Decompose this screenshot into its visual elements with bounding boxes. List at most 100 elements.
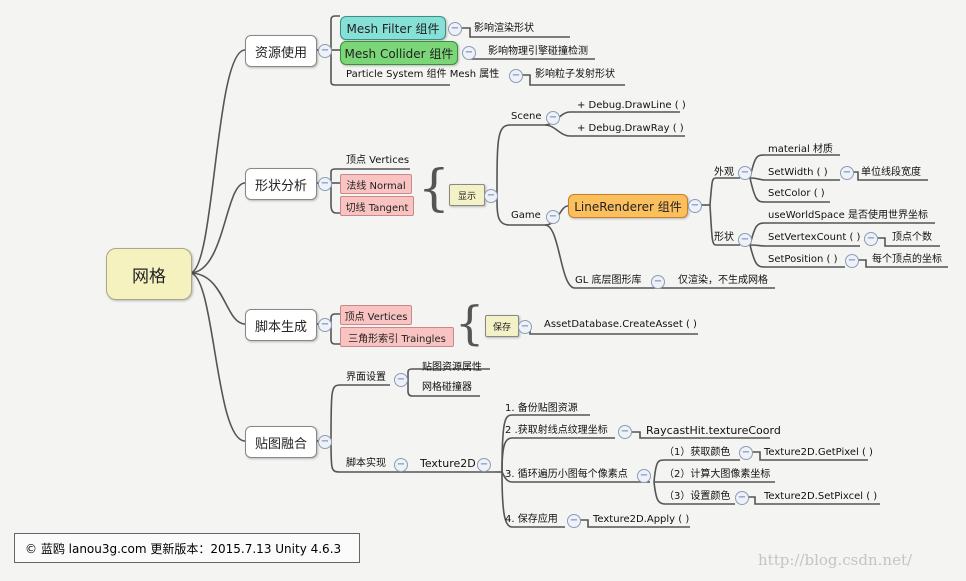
collapse-icon[interactable]: − (318, 177, 332, 191)
branch-resource-usage[interactable]: 资源使用 (245, 35, 317, 67)
drawray-label: + Debug.DrawRay ( ) (577, 123, 684, 134)
step4-api: Texture2D.Apply ( ) (593, 514, 690, 525)
setwidth-label: SetWidth ( ) (768, 167, 828, 178)
step4-label: 4. 保存应用 (505, 514, 558, 525)
collapse-icon[interactable]: − (567, 514, 581, 528)
collapse-icon[interactable]: − (864, 232, 878, 246)
root-label: 网格 (132, 266, 166, 287)
save-node[interactable]: 保存 (485, 315, 519, 337)
collapse-icon[interactable]: − (618, 425, 632, 439)
branch-label: 贴图融合 (254, 436, 307, 452)
mesh-collider-desc: 影响物理引擎碰撞检测 (488, 46, 588, 57)
linerenderer-node[interactable]: LineRenderer 组件 (568, 194, 688, 218)
normal-label: 法线 Normal (346, 180, 406, 192)
branch-label: 形状分析 (254, 178, 307, 194)
tangent-label: 切线 Tangent (345, 202, 409, 214)
texture2d-label: Texture2D (420, 457, 476, 470)
version-footer: © 蓝鸥 lanou3g.com 更新版本：2015.7.13 Unity 4.… (14, 533, 360, 563)
brace-icon: { (455, 296, 485, 350)
collapse-icon[interactable]: − (394, 373, 408, 387)
triangles-label: 三角形索引 Traingles (348, 333, 446, 345)
brace-icon: { (418, 159, 450, 217)
step3a-label: （1）获取颜色 (664, 447, 731, 458)
scene-label: Scene (511, 111, 542, 122)
vertices-node[interactable]: 顶点 Vertices (340, 305, 412, 325)
particle-system-label: Particle System 组件 Mesh 属性 (346, 69, 500, 80)
collapse-icon[interactable]: − (477, 458, 491, 472)
collapse-icon[interactable]: − (518, 320, 532, 334)
save-label: 保存 (492, 322, 511, 333)
linerenderer-label: LineRenderer 组件 (574, 199, 682, 214)
useworldspace-label: useWorldSpace 是否使用世界坐标 (768, 210, 929, 221)
branch-label: 脚本生成 (254, 319, 307, 335)
step1-label: 1. 备份贴图资源 (505, 403, 578, 414)
step3-label: 3. 循环遍历小图每个像素点 (505, 469, 628, 480)
mesh-filter-node[interactable]: Mesh Filter 组件 (340, 16, 446, 40)
collapse-icon[interactable]: − (318, 435, 332, 449)
mesh-filter-desc: 影响渲染形状 (474, 23, 534, 34)
root-node[interactable]: 网格 (106, 248, 192, 300)
step3b-label: （2）计算大图像素坐标 (664, 469, 771, 480)
collapse-icon[interactable]: − (738, 166, 752, 180)
ui-settings-label: 界面设置 (346, 372, 386, 383)
script-impl-label: 脚本实现 (346, 458, 386, 469)
branch-script-generation[interactable]: 脚本生成 (245, 309, 317, 341)
drawline-label: + Debug.DrawLine ( ) (577, 100, 686, 111)
collapse-icon[interactable]: − (738, 233, 752, 247)
branch-shape-analysis[interactable]: 形状分析 (245, 168, 317, 200)
collapse-icon[interactable]: − (739, 446, 753, 460)
step3c-api: Texture2D.SetPixcel ( ) (764, 491, 878, 502)
collapse-icon[interactable]: − (546, 210, 560, 224)
texture-property-label: 贴图资源属性 (422, 362, 482, 373)
branch-label: 资源使用 (254, 45, 307, 61)
collapse-icon[interactable]: − (651, 275, 665, 289)
collapse-icon[interactable]: − (318, 44, 332, 58)
collapse-icon[interactable]: − (462, 46, 476, 60)
create-asset-label: AssetDatabase.CreateAsset ( ) (544, 319, 697, 330)
tangent-node[interactable]: 切线 Tangent (340, 196, 414, 216)
shape-label: 形状 (714, 232, 734, 243)
setwidth-desc: 单位线段宽度 (861, 167, 921, 178)
collapse-icon[interactable]: − (546, 111, 560, 125)
normal-node[interactable]: 法线 Normal (340, 174, 412, 194)
setposition-label: SetPosition ( ) (768, 254, 838, 265)
collapse-icon[interactable]: − (318, 318, 332, 332)
show-label: 显示 (457, 191, 476, 202)
mesh-collider-node[interactable]: Mesh Collider 组件 (340, 41, 458, 65)
look-label: 外观 (714, 167, 734, 178)
step2-api: RaycastHit.textureCoord (646, 424, 781, 437)
step3a-api: Texture2D.GetPixel ( ) (764, 447, 873, 458)
collapse-icon[interactable]: − (394, 458, 408, 472)
watermark: http://blog.csdn.net/ (758, 551, 913, 569)
mesh-filter-label: Mesh Filter 组件 (346, 21, 440, 36)
collapse-icon[interactable]: − (735, 491, 749, 505)
vertices-node-label: 顶点 Vertices (344, 311, 408, 323)
setvertexcount-desc: 顶点个数 (892, 232, 932, 243)
triangles-node[interactable]: 三角形索引 Traingles (340, 327, 454, 347)
game-label: Game (511, 210, 541, 221)
collapse-icon[interactable]: − (688, 199, 702, 213)
setvertexcount-label: SetVertexCount ( ) (768, 232, 861, 243)
step3c-label: （3）设置颜色 (664, 491, 731, 502)
collapse-icon[interactable]: − (840, 166, 854, 180)
particle-desc: 影响粒子发射形状 (535, 69, 615, 80)
collapse-icon[interactable]: − (509, 69, 523, 83)
branch-texture-blend[interactable]: 贴图融合 (245, 426, 317, 458)
gl-label: GL 底层图形库 (575, 275, 642, 286)
collapse-icon[interactable]: − (637, 469, 651, 483)
show-node[interactable]: 显示 (449, 184, 485, 206)
collapse-icon[interactable]: − (845, 254, 859, 268)
collapse-icon[interactable]: − (484, 189, 498, 203)
collapse-icon[interactable]: − (448, 22, 462, 36)
vertices-label: 顶点 Vertices (346, 155, 410, 166)
setposition-desc: 每个顶点的坐标 (872, 254, 942, 265)
footer-text: © 蓝鸥 lanou3g.com 更新版本：2015.7.13 Unity 4.… (25, 541, 342, 556)
gl-desc: 仅渲染，不生成网格 (678, 275, 768, 286)
step2-label: 2 .获取射线点纹理坐标 (505, 425, 608, 436)
material-label: material 材质 (768, 144, 833, 155)
mesh-collider-label: 网格碰撞器 (422, 382, 472, 393)
setcolor-label: SetColor ( ) (768, 188, 825, 199)
mesh-collider-label: Mesh Collider 组件 (344, 46, 454, 61)
